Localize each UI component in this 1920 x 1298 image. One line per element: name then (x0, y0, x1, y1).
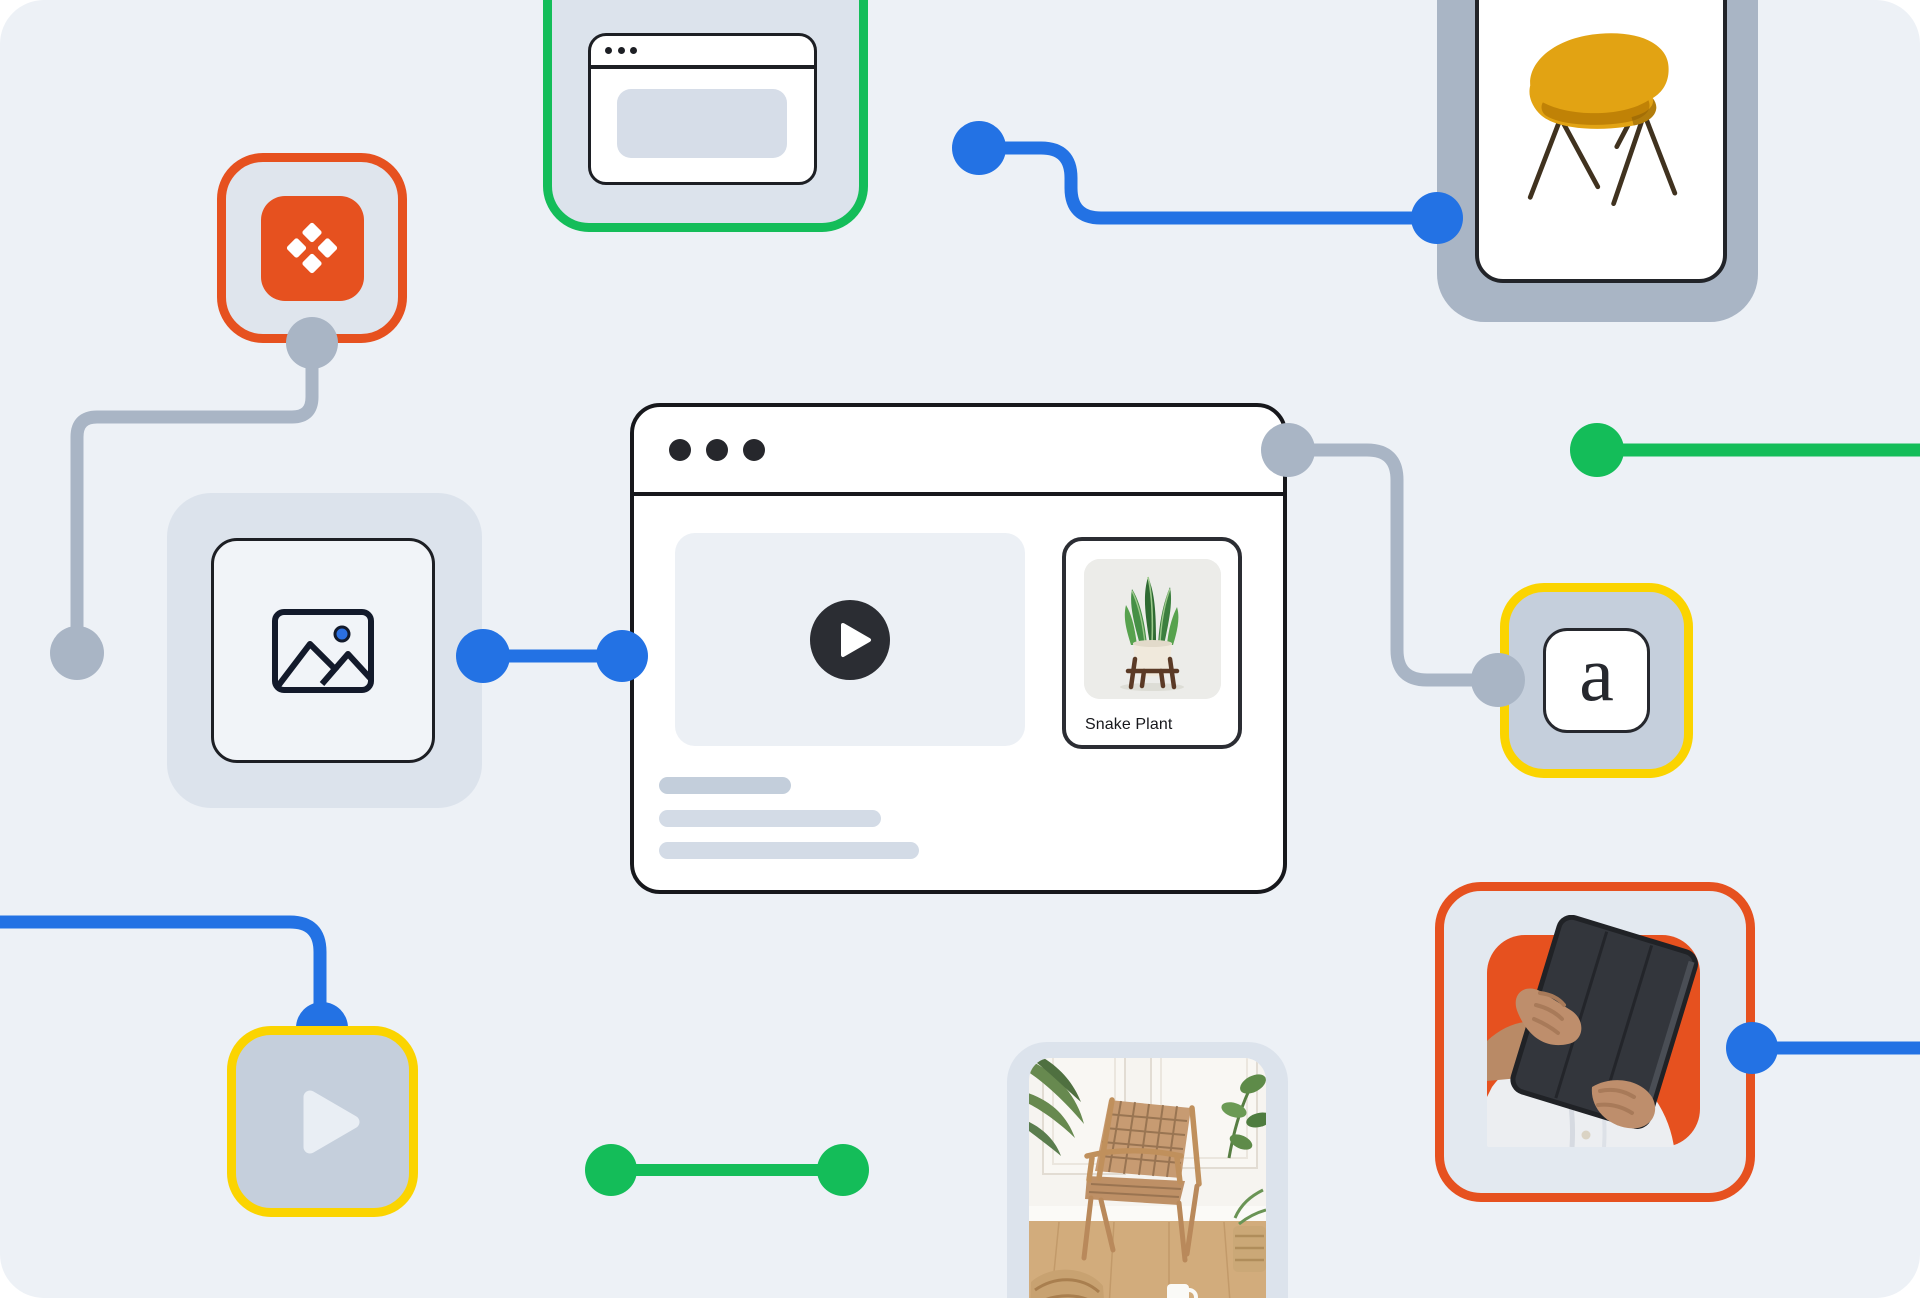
tablet-hands-card (1435, 882, 1755, 1202)
yellow-chair-photo (1527, 33, 1678, 207)
diamond-grid-icon (286, 222, 338, 274)
snake-plant-photo (1084, 559, 1221, 699)
product-card: Snake Plant (1062, 537, 1242, 749)
app-tile-inner (260, 195, 364, 301)
window-dot-icon (630, 47, 637, 54)
window-dot-icon (669, 438, 691, 461)
play-icon (841, 623, 871, 657)
play-icon (303, 1090, 359, 1153)
mini-browser-content-placeholder (617, 89, 787, 158)
connector-node-green (817, 1144, 869, 1196)
letter-a-glyph: a (1579, 629, 1614, 717)
window-dot-icon (605, 47, 612, 54)
tablet-device-frame (1437, 0, 1758, 322)
main-browser-window: Snake Plant (630, 403, 1287, 894)
connector-gray-right (1288, 443, 1498, 687)
window-dot-icon (617, 47, 625, 54)
product-title: Snake Plant (1085, 716, 1173, 733)
connector-node-blue (952, 121, 1006, 175)
tablet-hands-photo (1487, 915, 1700, 1147)
tablet-screen (1475, 0, 1727, 283)
room-photo (1029, 1058, 1266, 1298)
room-photo-illustration (1029, 1058, 1266, 1298)
browser-thumbnail-card (543, 0, 868, 232)
connector-blue-bottom-left (0, 915, 327, 1012)
image-icon (272, 608, 374, 693)
window-dot-icon (743, 438, 765, 461)
connector-node-green (1570, 423, 1624, 477)
text-placeholder-bar (659, 810, 881, 827)
image-asset-inner (211, 538, 435, 763)
connector-blue-top (979, 141, 1437, 225)
mini-browser-titlebar (591, 36, 814, 69)
mini-browser-window (588, 33, 817, 185)
window-titlebar (634, 407, 1283, 496)
app-tile-card (217, 153, 407, 343)
snake-plant-illustration (1084, 559, 1221, 699)
room-photo-card (1007, 1042, 1288, 1298)
connector-node-green (585, 1144, 637, 1196)
typography-asset-card: a (1500, 583, 1693, 778)
text-placeholder-bar (659, 777, 791, 794)
video-player (675, 533, 1025, 746)
play-button (810, 600, 890, 680)
text-placeholder-bar (659, 842, 919, 859)
video-asset-card (227, 1026, 418, 1217)
typography-asset-inner: a (1543, 628, 1650, 733)
connector-node-gray (50, 626, 104, 680)
image-asset-card (167, 493, 482, 808)
window-dot-icon (706, 438, 728, 461)
